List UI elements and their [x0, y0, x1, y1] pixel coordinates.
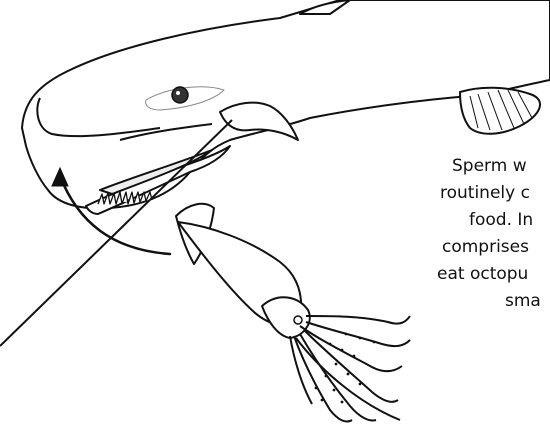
squid	[176, 204, 410, 422]
caption-line-4: comprises	[442, 239, 529, 256]
squid-eye	[294, 316, 302, 324]
caption-line-5: eat octopu	[437, 266, 528, 283]
caption-line-2: routinely c	[440, 185, 530, 202]
sperm-whale	[22, 0, 550, 214]
whale-eye	[172, 87, 188, 103]
caption-line-6: sma	[505, 293, 541, 310]
squid-head	[262, 297, 310, 338]
squid-arms	[290, 316, 410, 422]
caption-line-3: food. In	[469, 212, 533, 229]
caption-line-1: Sperm w	[452, 158, 527, 175]
